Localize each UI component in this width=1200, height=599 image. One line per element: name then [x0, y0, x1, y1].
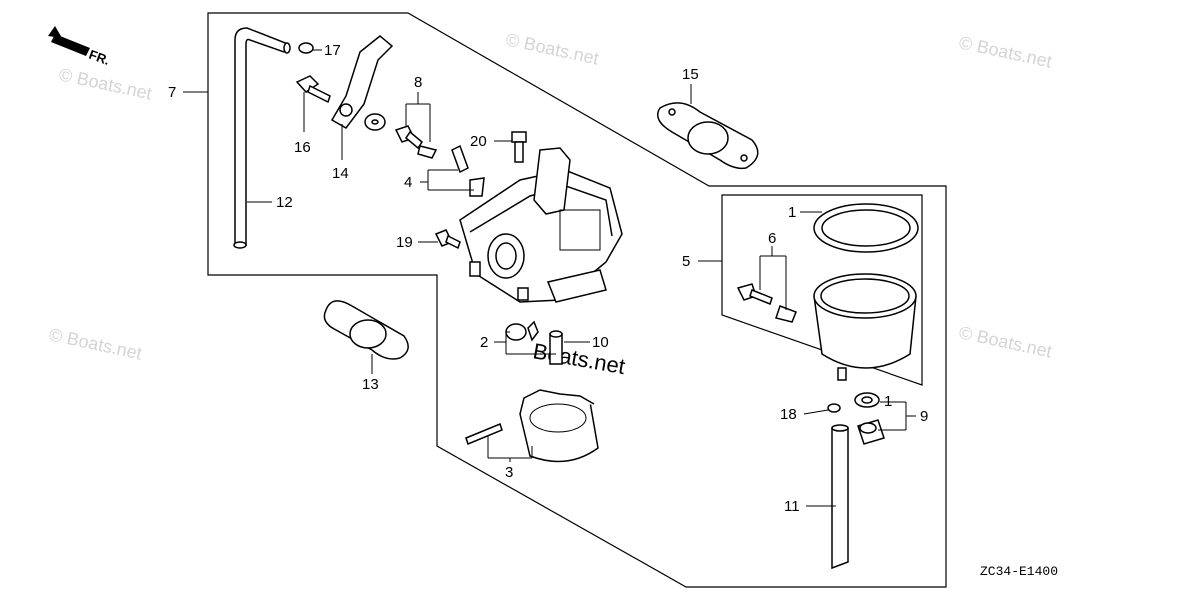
callout-20: 20 — [470, 133, 487, 150]
watermark: © Boats.net — [57, 64, 153, 103]
callout-3: 3 — [505, 464, 513, 481]
callout-8: 8 — [414, 74, 422, 91]
drain-tube — [831, 427, 849, 570]
drain-screw — [511, 131, 527, 163]
callout-5: 5 — [682, 253, 690, 270]
callout-10: 10 — [592, 334, 609, 351]
watermark: © Boats.net — [957, 32, 1053, 71]
callout-1-top: 1 — [788, 204, 796, 221]
o-ring — [827, 403, 841, 413]
fuel-screw — [434, 229, 461, 250]
watermark: © Boats.net — [47, 324, 143, 363]
callout-1-lower: 1 — [884, 393, 892, 410]
callout-7: 7 — [168, 84, 176, 101]
breather-tube — [233, 27, 291, 249]
watermark: © Boats.net — [504, 29, 600, 68]
callout-9: 9 — [920, 408, 928, 425]
callout-6: 6 — [768, 230, 776, 247]
carburetor-body — [459, 147, 623, 303]
callout-2: 2 — [480, 334, 488, 351]
bowl-bolt — [736, 283, 797, 323]
air-cleaner-box — [721, 194, 923, 386]
choke-lever — [330, 35, 394, 129]
bowl-gasket-ring — [813, 203, 919, 253]
assembly-outline — [207, 12, 947, 588]
callout-17: 17 — [324, 42, 341, 59]
callout-19: 19 — [396, 234, 413, 251]
front-arrow-icon — [48, 26, 90, 56]
drain-bolt — [857, 419, 885, 445]
air-cleaner-gasket — [657, 102, 759, 170]
callout-4: 4 — [404, 174, 412, 191]
drawing-code: ZC34-E1400 — [980, 564, 1058, 579]
insulator-gasket — [323, 300, 409, 360]
leader-lines — [183, 49, 916, 507]
callout-16: 16 — [294, 139, 311, 156]
watermark-center: Boats.net — [531, 338, 627, 379]
callout-18: 18 — [780, 406, 797, 423]
float-assembly — [465, 389, 599, 463]
callout-13: 13 — [362, 376, 379, 393]
float-bowl — [813, 273, 917, 381]
callout-12: 12 — [276, 194, 293, 211]
callout-15: 15 — [682, 66, 699, 83]
clip — [298, 42, 314, 54]
pilot-screw — [394, 125, 438, 159]
callout-14: 14 — [332, 165, 349, 182]
front-marker: FR. — [87, 47, 112, 68]
throttle-stop-screw — [451, 144, 485, 197]
drain-washer — [854, 392, 880, 408]
bolt — [295, 75, 331, 104]
watermark: © Boats.net — [957, 322, 1053, 361]
callout-11: 11 — [784, 498, 800, 515]
